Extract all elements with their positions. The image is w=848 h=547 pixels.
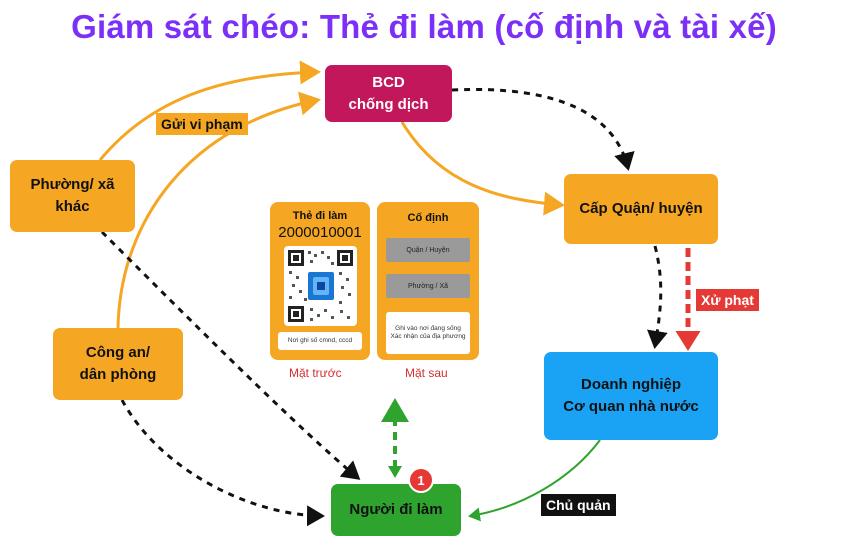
- edge-capquan-to-doanhnghiep: [647, 245, 668, 349]
- node-doanh-nghiep-line1: Doanh nghiệp: [581, 376, 681, 394]
- card-front-note: Nơi ghi số cmnd, cccd: [278, 332, 362, 350]
- card-front: Thẻ đi làm 2000010001: [270, 202, 370, 360]
- edge-doanhnghiep-to-nguoi: [468, 439, 601, 522]
- card-back-field-ward: Phường / Xã: [386, 274, 470, 298]
- edge-bcd-to-capquan: [400, 121, 565, 216]
- card-back-note: Ghi vào nơi đang sống Xác nhận của địa p…: [386, 312, 470, 354]
- edge-nguoi-card-link-tail: [388, 466, 402, 478]
- edge-bcd-to-capquan-dashed: [451, 87, 635, 171]
- node-bcd: BCD chống dịch: [325, 65, 452, 122]
- edge-congan-to-bcd: [116, 91, 321, 329]
- card-front-title: Thẻ đi làm: [292, 210, 348, 222]
- diagram-title: Giám sát chéo: Thẻ đi làm (cố định và tà…: [71, 8, 777, 45]
- node-cong-an-line2: dân phòng: [79, 366, 157, 383]
- node-cong-an-line1: Công an/: [85, 344, 151, 362]
- label-chu-quan: Chủ quản: [541, 494, 616, 516]
- qr-code: [284, 246, 357, 326]
- card-back-field-district: Quận / Huyện: [386, 238, 470, 262]
- node-phuong: Phường/ xã khác: [10, 160, 135, 232]
- label-xu-phat: Xử phạt: [696, 289, 759, 311]
- label-gui-vi-pham: Gửi vi phạm: [156, 113, 248, 135]
- card-back-title: Cố định: [407, 212, 449, 224]
- qr-code-icon: [288, 250, 353, 322]
- node-bcd-line1: BCD: [372, 73, 405, 91]
- card-front-number: 2000010001: [278, 224, 362, 241]
- node-phuong-line1: Phường/ xã: [30, 176, 115, 194]
- node-bcd-line2: chống dịch: [348, 95, 429, 113]
- node-phuong-line2: khác: [55, 198, 90, 215]
- node-doanh-nghiep-line2: Cơ quan nhà nước: [563, 398, 699, 415]
- edge-phuong-to-nguoi: [100, 230, 361, 480]
- step-badge: 1: [408, 467, 434, 493]
- edge-congan-to-nguoi: [120, 399, 325, 527]
- card-back-caption: Mặt sau: [405, 366, 448, 380]
- card-front-caption: Mặt trước: [289, 366, 342, 380]
- edge-phuong-to-bcd: [98, 60, 321, 161]
- node-cap-quan: Cấp Quận/ huyện: [564, 174, 718, 244]
- node-doanh-nghiep: Doanh nghiệp Cơ quan nhà nước: [544, 352, 718, 440]
- card-back: Cố định Quận / Huyện Phường / Xã Ghi vào…: [377, 202, 479, 360]
- node-nguoi-di-lam: Người đi làm: [331, 484, 461, 536]
- node-cong-an: Công an/ dân phòng: [53, 328, 183, 400]
